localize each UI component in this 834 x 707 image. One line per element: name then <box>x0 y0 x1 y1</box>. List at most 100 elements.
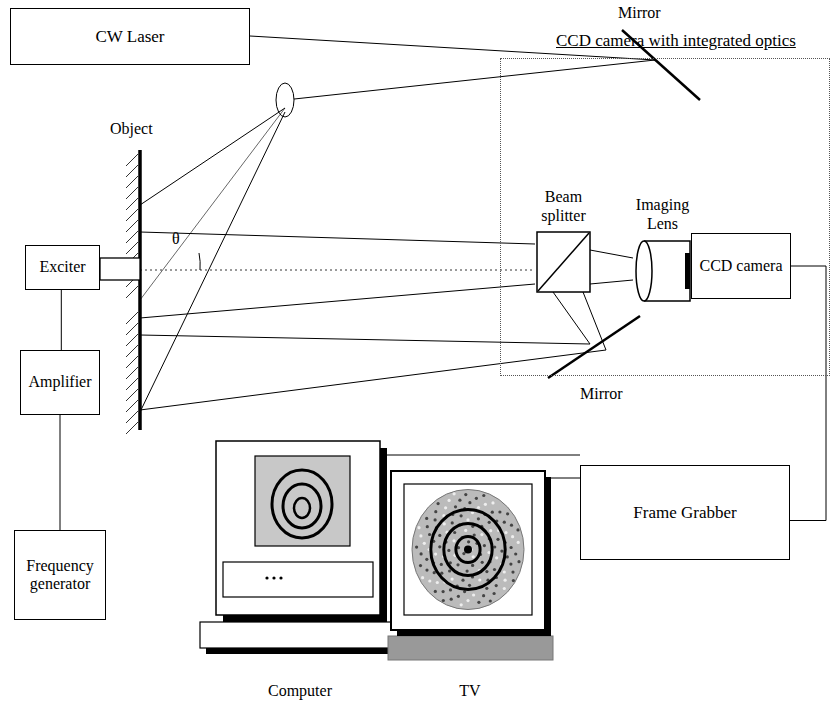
device-box: CW Laser <box>10 8 250 65</box>
shape-part <box>448 499 451 502</box>
shape-part <box>517 541 520 544</box>
device-label: Computer <box>268 682 332 700</box>
shape-part <box>458 499 461 502</box>
shape-part <box>462 552 465 555</box>
shape-part <box>442 599 445 602</box>
signal-wire <box>61 290 62 350</box>
shape-part <box>420 552 423 555</box>
shape-part <box>397 477 551 636</box>
shape-part <box>451 521 454 524</box>
shape-part <box>428 533 431 536</box>
shape-part <box>477 601 480 604</box>
shape-part <box>489 529 492 532</box>
shape-part <box>480 533 483 536</box>
box-label: Exciter <box>39 258 85 276</box>
signal-wire <box>550 478 580 479</box>
shape-part <box>434 510 437 513</box>
shape-part <box>477 506 480 509</box>
shape-part <box>468 584 471 587</box>
shape-part <box>517 560 520 563</box>
shape-part <box>423 542 426 545</box>
optical-axis <box>140 270 533 271</box>
shape-part <box>471 564 474 567</box>
shape-part <box>487 551 490 554</box>
shape-part <box>444 524 492 576</box>
mirror <box>548 316 640 378</box>
computer-base <box>200 622 408 648</box>
shape-part <box>265 576 268 579</box>
shape-part <box>448 569 451 572</box>
tv-stand <box>388 636 553 660</box>
shape-part <box>425 517 428 520</box>
shape-part <box>509 563 512 566</box>
shape-part <box>466 599 469 602</box>
shape-part <box>489 599 492 602</box>
exciter-head <box>100 258 140 280</box>
shape-part <box>471 511 474 514</box>
shape-part <box>456 563 459 566</box>
computer-symbol: Computer <box>215 440 385 620</box>
shape-part <box>511 535 514 538</box>
node-outline <box>215 440 385 620</box>
shape-part <box>500 550 503 553</box>
reference-ray <box>553 292 590 344</box>
shape-part <box>475 497 478 500</box>
shape-part <box>511 571 514 574</box>
shape-part <box>450 598 453 601</box>
shape-part <box>483 544 486 547</box>
shape-part <box>457 595 460 598</box>
shape-part <box>538 233 589 291</box>
shape-part <box>456 537 480 563</box>
shape-part <box>415 546 418 549</box>
box-label: CW Laser <box>95 27 164 47</box>
mirror-label: Mirror <box>580 385 623 403</box>
shape-part <box>437 502 440 505</box>
shape-part <box>421 576 424 579</box>
shape-part <box>504 579 507 582</box>
node-outline <box>536 231 591 293</box>
shape-part <box>461 579 464 582</box>
shape-part <box>255 456 350 546</box>
shape-part <box>481 561 484 564</box>
shape-part <box>419 564 422 567</box>
shape-part <box>283 484 321 528</box>
illumination-ray <box>140 108 285 300</box>
wall-hatching <box>126 154 138 434</box>
shape-part <box>466 518 469 521</box>
shape-part <box>464 493 467 496</box>
signal-wire <box>60 415 61 530</box>
shape-part <box>491 501 494 504</box>
shape-part <box>482 594 485 597</box>
shape-part <box>426 525 429 528</box>
shape-part <box>472 555 475 558</box>
shape-part <box>443 522 446 525</box>
shape-part <box>493 592 496 595</box>
shape-part <box>419 534 422 537</box>
device-label: TV <box>459 682 480 700</box>
signal-wire <box>790 266 826 521</box>
image-ray <box>590 250 633 258</box>
box-label: Amplifier <box>28 373 91 391</box>
shape-part <box>537 232 590 292</box>
shape-part <box>466 570 469 573</box>
lens-symbol: Imaging Lens <box>634 239 691 303</box>
component-label: Imaging Lens <box>633 196 693 233</box>
shape-part <box>428 579 431 582</box>
shape-part <box>425 558 428 561</box>
device-box: Frequency generator <box>14 530 106 620</box>
cube-symbol: Beam splitter <box>536 231 591 293</box>
device-box: Frame Grabber <box>580 465 790 560</box>
shape-part <box>438 534 441 537</box>
device-box: Exciter <box>25 245 100 290</box>
shape-part <box>412 490 524 610</box>
shape-part <box>512 579 515 582</box>
shape-part <box>495 556 498 559</box>
object-ray <box>140 335 590 344</box>
shape-part <box>485 570 488 573</box>
shape-part <box>510 524 513 527</box>
shape-part <box>685 253 690 289</box>
shape-part <box>460 603 463 606</box>
shape-part <box>467 540 470 543</box>
shape-part <box>431 510 505 590</box>
